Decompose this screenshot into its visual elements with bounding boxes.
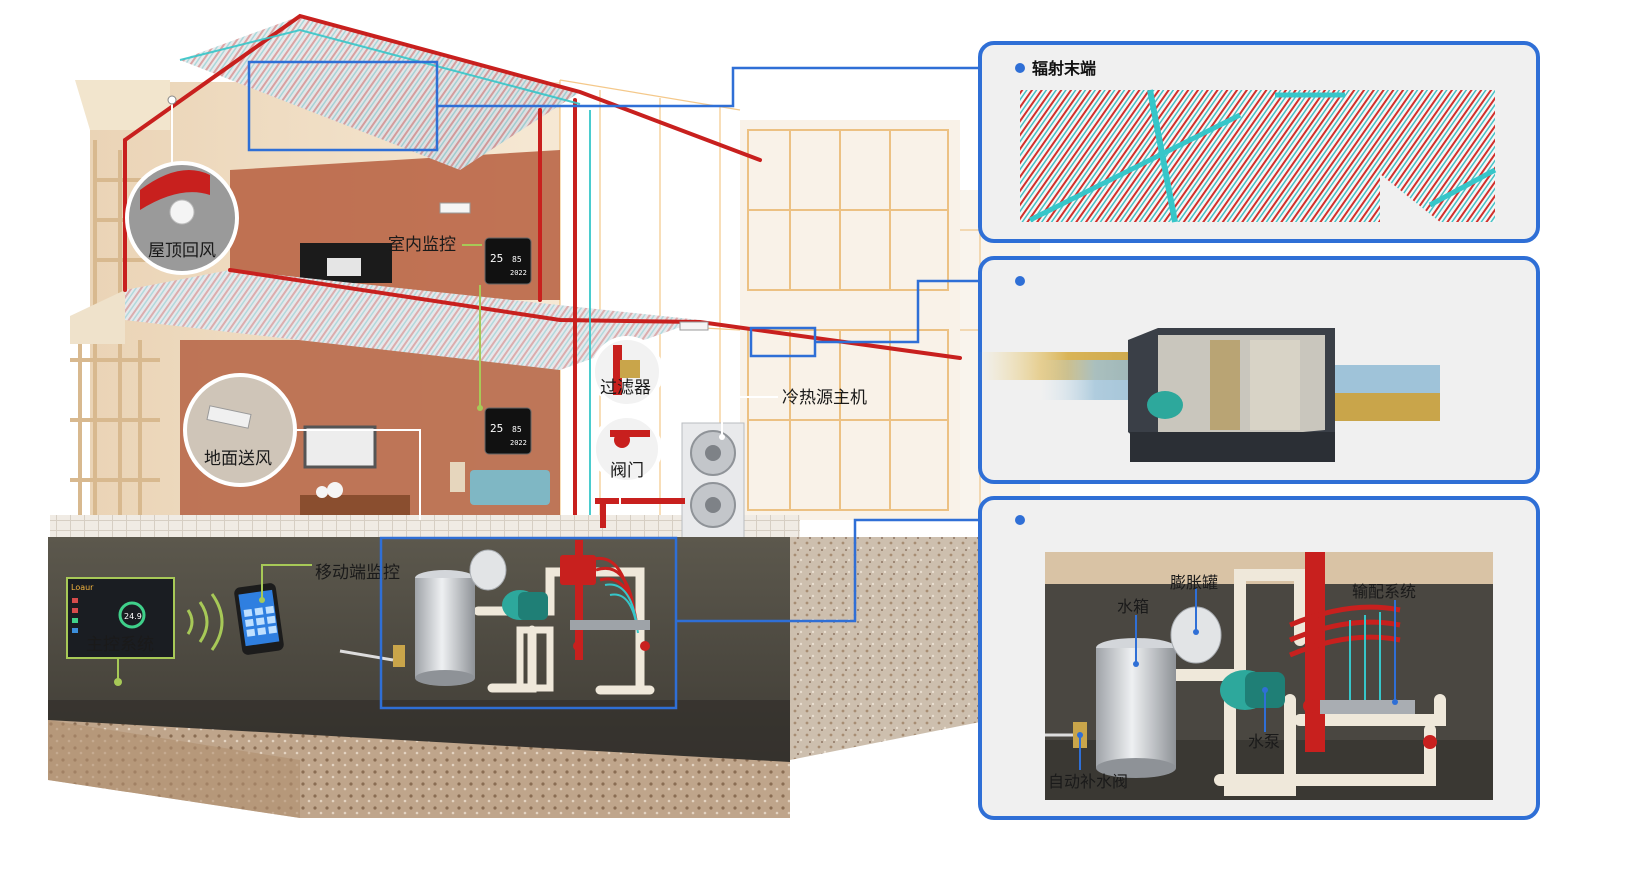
main-control-label: 主控系统: [86, 635, 154, 655]
filter-callout: 过滤器: [584, 336, 663, 510]
thermostat-lower-temp: 25: [490, 422, 503, 435]
indoor-monitor-label: 室内监控: [388, 235, 456, 255]
valve-label: 阀门: [610, 461, 644, 481]
floor-supply-air-label: 地面送风: [204, 449, 272, 469]
callout-connectors: [247, 60, 1020, 710]
thermostat-lower-time: 2022: [510, 439, 527, 447]
heat-source-label: 冷热源主机: [782, 388, 867, 408]
heat-source-callout: 冷热源主机: [719, 388, 867, 440]
valve-callout: 阀门: [592, 414, 662, 512]
thermostat-lower: 25 85 2022: [484, 407, 532, 455]
water-pump-label: 水泵: [1248, 732, 1280, 751]
radiant-terminal-label: 辐射末端: [1032, 59, 1096, 78]
basement-detail-panel: 水箱 膨胀罐 输配系统 水泵 自动补水阀: [978, 496, 1540, 820]
smartphone-icon: [234, 583, 284, 655]
basement-equipment: [339, 540, 655, 695]
roof-return-air-label: 屋顶回风: [148, 241, 216, 261]
control-panel-temp: 24.9: [124, 612, 142, 621]
basement: Loaur 24.9: [48, 537, 990, 818]
control-panel-brand: Loaur: [71, 583, 94, 592]
filter-label: 过滤器: [600, 378, 651, 398]
wireless-signal-icon: [186, 593, 224, 651]
main-control-panel: Loaur 24.9: [66, 577, 175, 659]
expansion-tank-label: 膨胀罐: [1170, 573, 1218, 592]
water-tank-label: 水箱: [1117, 597, 1149, 616]
thermostat-upper-time: 2022: [510, 269, 527, 277]
distribution-system-label: 输配系统: [1352, 582, 1416, 601]
auto-refill-valve-label: 自动补水阀: [1048, 772, 1128, 791]
mobile-monitor-label: 移动端监控: [315, 563, 400, 583]
heat-source-panel: [978, 256, 1540, 484]
main-control-callout: 主控系统: [86, 635, 154, 686]
thermostat-upper: 25 85 2022: [484, 237, 532, 285]
thermostat-upper-humidity: 85: [512, 255, 522, 264]
indoor-monitor-callout: 室内监控: [388, 235, 483, 411]
roof-return-air-callout: 屋顶回风: [125, 95, 239, 275]
outdoor-unit: [681, 422, 745, 542]
thermostat-upper-temp: 25: [490, 252, 503, 265]
thermostat-lower-humidity: 85: [512, 425, 522, 434]
floor-supply-air-callout: 地面送风: [183, 373, 421, 520]
radiant-terminal-panel: 辐射末端: [978, 41, 1540, 243]
mobile-monitor-callout: 移动端监控: [259, 563, 400, 603]
